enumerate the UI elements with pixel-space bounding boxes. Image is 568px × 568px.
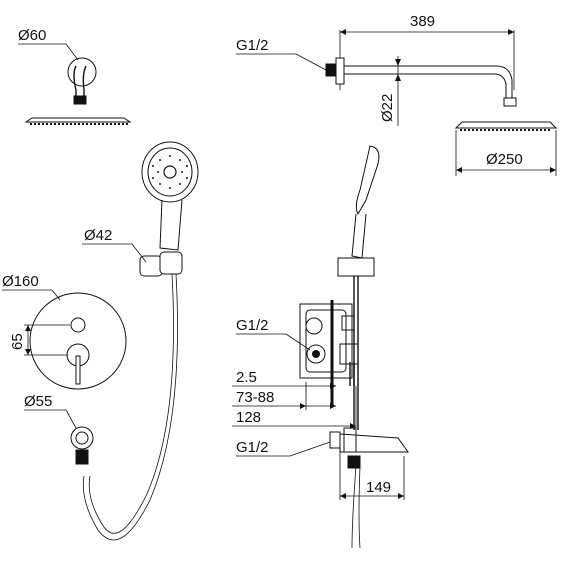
label-arm-thread: G1/2 xyxy=(236,37,269,54)
rain-head-profile xyxy=(24,117,132,123)
label-rain-head-diameter: Ø250 xyxy=(486,151,523,168)
valve-body-side xyxy=(299,300,359,406)
label-outlet-diameter: Ø55 xyxy=(24,393,52,410)
label-wall-depth-max: 128 xyxy=(236,409,261,426)
valve-housing xyxy=(299,303,353,379)
arm-bend xyxy=(73,65,77,100)
label-spout-thread: G1/2 xyxy=(236,439,269,456)
arm-connector xyxy=(73,95,87,105)
wall-outlet xyxy=(70,426,94,465)
rail-hose xyxy=(351,465,361,549)
diverter-side xyxy=(341,315,355,331)
spout-nut xyxy=(347,455,361,469)
hand-shower xyxy=(82,141,199,541)
outlet-flange xyxy=(70,426,94,450)
label-valve-thread: G1/2 xyxy=(236,317,269,334)
spout-side: 149 xyxy=(329,427,409,500)
mixer-lever xyxy=(75,355,81,385)
spout-flange xyxy=(329,431,341,449)
arm-flange xyxy=(335,57,345,85)
arm-tube-top xyxy=(344,65,513,100)
shower-arm-side: 389 Ø250 Ø22 xyxy=(325,13,558,176)
hand-shower-side-handle xyxy=(351,213,367,259)
label-hand-shower-diameter: Ø42 xyxy=(84,227,112,244)
label-plate-diameter: Ø160 xyxy=(2,273,39,290)
shower-hose xyxy=(82,273,178,541)
rain-head-profile-right xyxy=(454,121,558,129)
label-arm-pipe-diameter: Ø22 xyxy=(379,94,396,122)
label-top-arm-diameter: Ø60 xyxy=(18,27,46,44)
arm-tube-bottom xyxy=(344,73,507,100)
label-arm-length: 389 xyxy=(410,13,435,30)
label-spout-projection: 149 xyxy=(366,479,391,496)
holder-bracket xyxy=(159,251,183,275)
arm-thread-block xyxy=(325,63,337,77)
label-wall-depth-min: 2.5 xyxy=(236,369,257,386)
cover-plate xyxy=(29,292,127,390)
arm-bend-inner xyxy=(82,65,87,100)
wall-depth-dims: 2.5 73-88 128 xyxy=(232,369,357,430)
head-connector xyxy=(503,97,517,107)
label-wall-depth-range: 73-88 xyxy=(236,389,274,406)
outlet-nut xyxy=(75,449,89,465)
slide-rail-side xyxy=(337,145,380,549)
hand-shower-side xyxy=(355,145,380,216)
label-handle-spacing: 65 xyxy=(9,333,26,350)
wall-flange xyxy=(67,57,97,87)
top-arm-side-view xyxy=(24,57,132,125)
rail-holder xyxy=(337,257,375,277)
hand-shower-handle xyxy=(159,199,183,251)
hand-shower-head xyxy=(141,141,199,203)
spout-body xyxy=(339,433,409,453)
diverter-knob xyxy=(70,317,86,333)
valve-plate-front: 65 xyxy=(9,292,127,390)
mixer-side xyxy=(339,343,359,365)
